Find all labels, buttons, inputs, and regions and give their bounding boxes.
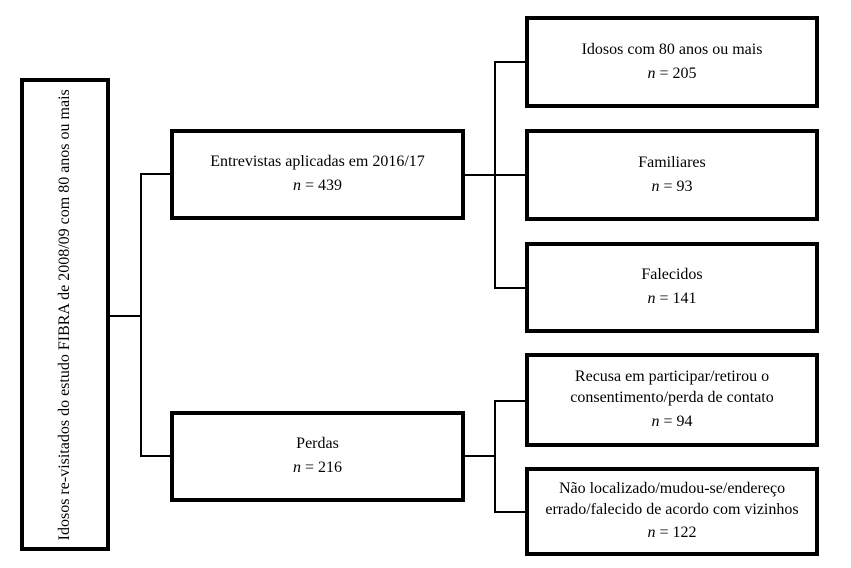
node-losses-label: Perdas (296, 435, 339, 453)
n-symbol: n (647, 290, 656, 307)
node-losses-n: n = 216 (293, 458, 342, 479)
n-symbol: n (651, 412, 660, 430)
node-deceased-label: Falecidos (641, 266, 703, 284)
node-deceased-n: n = 141 (647, 289, 696, 310)
connector-leaf-refusal (494, 400, 525, 402)
node-family-members-label: Familiares (638, 153, 706, 171)
node-root-label: Idosos re-visitados do estudo FIBRA de 2… (56, 88, 74, 541)
node-interviews-n: n = 439 (293, 176, 342, 197)
n-symbol: n (292, 459, 301, 476)
n-value: = 94 (663, 412, 693, 430)
n-symbol: n (647, 64, 656, 82)
node-root-fibra-study: Idosos re-visitados do estudo FIBRA de 2… (20, 78, 110, 551)
n-value: = 93 (663, 177, 693, 195)
n-symbol: n (651, 177, 660, 195)
connector-leaf-elderly80 (494, 61, 525, 63)
n-value: = 205 (659, 64, 697, 82)
n-value: = 216 (304, 459, 343, 476)
node-interviews-2016-17: Entrevistas aplicadas em 2016/17 n = 439 (170, 129, 465, 220)
connector-root-stub (110, 315, 142, 317)
node-refusal-withdrawal-n: n = 94 (651, 412, 692, 433)
node-refusal-withdrawal-label: Recusa em participar/retirou o consentim… (570, 368, 774, 407)
node-losses: Perdas n = 216 (170, 411, 465, 502)
node-elderly-80-plus-n: n = 205 (647, 64, 696, 85)
connector-leaf-notlocated (494, 511, 525, 513)
node-elderly-80-plus: Idosos com 80 anos ou mais n = 205 (525, 16, 819, 108)
connector-branch-losses (140, 455, 172, 457)
node-not-located-n: n = 122 (647, 523, 696, 544)
node-not-located: Não localizado/mudou-se/endereço errado/… (525, 467, 819, 556)
node-refusal-withdrawal: Recusa em participar/retirou o consentim… (525, 353, 819, 447)
connector-leaf-deceased (494, 287, 525, 289)
connector-left-trunk (140, 174, 142, 457)
n-symbol: n (647, 524, 656, 542)
node-family-members: Familiares n = 93 (525, 129, 819, 221)
node-not-located-label: Não localizado/mudou-se/endereço errado/… (545, 479, 799, 518)
n-symbol: n (292, 177, 301, 194)
connector-right-trunk-bottom (494, 400, 496, 513)
connector-right-trunk-top (494, 61, 496, 289)
connector-branch-interviews (140, 173, 172, 175)
n-value: = 439 (304, 177, 343, 194)
node-elderly-80-plus-label: Idosos com 80 anos ou mais (581, 40, 763, 58)
node-family-members-n: n = 93 (651, 177, 692, 198)
connector-losses-out (465, 455, 496, 457)
n-value: = 141 (659, 290, 697, 307)
node-interviews-label: Entrevistas aplicadas em 2016/17 (210, 153, 425, 171)
node-deceased: Falecidos n = 141 (525, 242, 819, 333)
n-value: = 122 (659, 524, 697, 542)
